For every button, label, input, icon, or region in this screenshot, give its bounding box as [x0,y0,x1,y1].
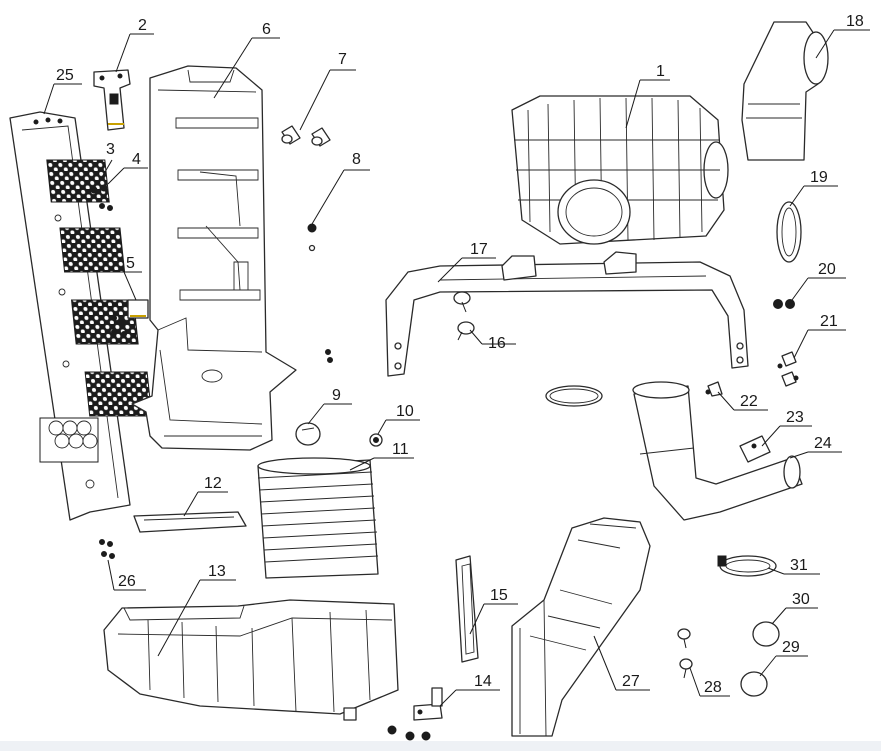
callout-23: 23 [761,409,812,447]
svg-text:29: 29 [782,639,800,656]
callout-28: 28 [689,667,730,697]
svg-text:28: 28 [704,679,722,696]
part-12-seal-ring [133,511,247,533]
part-24-intake-pipe [632,381,803,521]
part-23-bracket [739,435,771,463]
svg-text:17: 17 [470,241,488,258]
part-27-intake-elbow [511,517,651,737]
callout-15: 15 [469,587,518,635]
part-2-bracket [93,69,131,131]
callout-7: 7 [299,51,356,131]
callout-9: 9 [307,387,352,425]
part-26-nuts [99,539,115,559]
part-18-rain-cap [741,21,829,161]
callout-12: 12 [183,475,228,517]
callout-21: 21 [793,313,846,359]
part-17-mounting-frame [385,251,749,377]
svg-text:19: 19 [810,169,828,186]
callout-26: 26 [107,559,146,591]
svg-text:1: 1 [656,63,665,80]
callout-4: 4 [107,151,148,185]
part-14-bracket [413,687,443,721]
part-16-bolts [453,291,475,341]
part-19-clamp [776,201,802,263]
small-screws [325,349,333,363]
svg-text:11: 11 [392,441,409,458]
callout-11: 11 [349,441,414,471]
part-28-bolts [677,628,693,679]
part-9-cap [295,422,321,446]
part-10-nut [369,433,383,447]
svg-text:31: 31 [790,557,808,574]
callout-27: 27 [593,635,650,691]
bottom-nuts [387,725,431,741]
part-15-gasket [455,555,479,663]
callout-19: 19 [789,169,838,207]
callout-10: 10 [377,403,420,435]
svg-text:13: 13 [208,563,226,580]
part-30-cap [752,621,780,647]
part-21-small-brackets [777,351,799,387]
svg-text:10: 10 [396,403,414,420]
callout-3: 3 [97,141,115,185]
svg-text:23: 23 [786,409,804,426]
svg-text:27: 27 [622,673,640,690]
svg-text:3: 3 [106,141,115,158]
svg-text:9: 9 [332,387,341,404]
svg-text:12: 12 [204,475,222,492]
part-5-clip [111,299,149,337]
part-8-nut [307,223,317,252]
part-13-lower-duct [103,599,399,721]
svg-text:4: 4 [132,151,141,168]
svg-text:7: 7 [338,51,347,68]
callout-31: 31 [767,557,820,575]
svg-text:21: 21 [820,313,838,330]
svg-text:15: 15 [490,587,508,604]
callout-17: 17 [437,241,496,283]
callout-5: 5 [123,255,142,301]
callout-25: 25 [43,67,82,115]
part-31-hose-clamp [717,555,777,577]
callout-6: 6 [213,21,280,99]
svg-text:16: 16 [488,335,506,352]
callout-20: 20 [791,261,846,301]
part-6-inlet-duct [131,65,297,451]
part-1-air-filter [511,95,729,245]
svg-text:6: 6 [262,21,271,38]
svg-text:5: 5 [126,255,135,272]
callout-13: 13 [157,563,236,657]
callout-30: 30 [771,591,818,625]
part-20-nuts [773,299,795,309]
svg-text:8: 8 [352,151,361,168]
part-29-cap [740,671,768,697]
bottom-strip [0,741,881,751]
svg-text:26: 26 [118,573,136,590]
svg-text:22: 22 [740,393,758,410]
callout-2: 2 [115,17,154,73]
part-3-4-bolts [90,184,113,211]
callout-8: 8 [311,151,370,225]
callout-14: 14 [439,673,500,707]
callout-22: 22 [717,391,768,411]
hose-clamp-ring [545,385,603,407]
svg-text:25: 25 [56,67,74,84]
svg-text:24: 24 [814,435,832,452]
part-11-bellows [257,457,379,579]
svg-text:14: 14 [474,673,492,690]
callout-18: 18 [815,13,870,59]
callout-24: 24 [789,435,842,459]
part-7-grommets [281,125,331,147]
callout-16: 16 [469,329,516,352]
svg-text:30: 30 [792,591,810,608]
svg-text:2: 2 [138,17,147,34]
svg-text:18: 18 [846,13,864,30]
callout-29: 29 [759,639,808,677]
svg-text:20: 20 [818,261,836,278]
callout-1: 1 [625,63,670,129]
